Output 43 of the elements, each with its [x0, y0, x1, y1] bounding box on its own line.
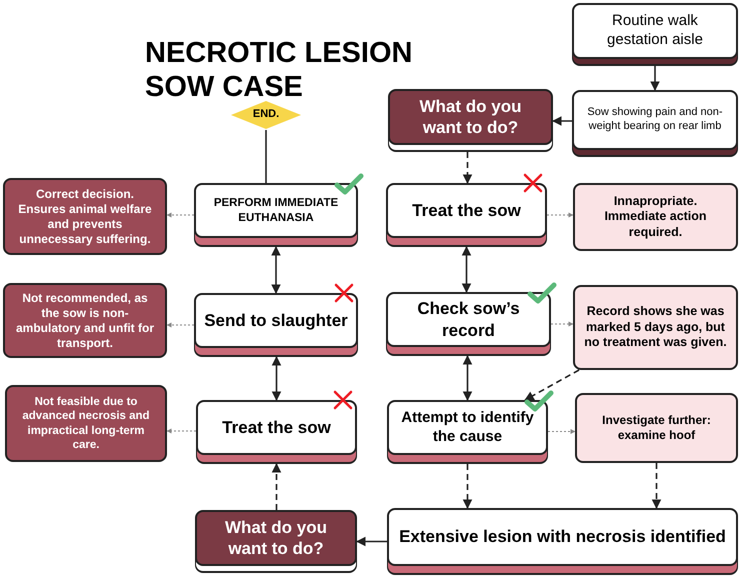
box-text: What do you want to do?: [224, 516, 328, 560]
box-text: Record shows she was marked 5 days ago, but no treatment was given.: [583, 304, 728, 351]
box-text: Check sow’s record: [416, 298, 521, 341]
box-text: Correct decision. Ensures animal welfare and prevents unnecessary suffering.: [17, 186, 153, 246]
box-text: Attempt to identify the cause: [400, 408, 535, 446]
arrow: [552, 116, 572, 126]
box-text: Treat the sow: [222, 416, 331, 438]
feedback-box: [3, 283, 167, 358]
arrow: [652, 463, 662, 509]
arrow: [524, 369, 580, 401]
arrow: [166, 428, 196, 434]
box-text: Routine walk gestation aisle: [606, 12, 704, 50]
arrow: [462, 152, 472, 184]
box-text: Not recommended, as the sow is non-ambulatory and unfit for transport.: [15, 290, 155, 350]
arrow: [462, 464, 472, 509]
arrow: [272, 356, 282, 401]
box-text: What do you want to do?: [418, 96, 522, 138]
end-diamond: [230, 100, 302, 130]
arrow: [271, 246, 281, 294]
feedback-box: [573, 183, 738, 251]
arrow: [462, 355, 472, 401]
box-text: END.: [252, 108, 280, 122]
box-text: Investigate further: examine hoof: [601, 413, 712, 443]
arrow: [548, 429, 576, 434]
box-text: Not feasible due to advanced necrosis and impractical long-term care.: [21, 394, 151, 452]
arrow: [462, 246, 472, 293]
box-text: Send to slaughter: [204, 310, 348, 332]
arrow: [546, 212, 574, 218]
feedback-box: [573, 285, 738, 370]
box-text: Sow showing pain and non-weight bearing on rear limb: [586, 106, 724, 134]
arrow: [166, 322, 194, 328]
title: NECROTIC LESION SOW CASE: [145, 36, 414, 104]
box-text: PERFORM IMMEDIATE EUTHANASIA: [212, 196, 340, 225]
arrow: [356, 536, 387, 546]
arrow: [166, 212, 194, 218]
feedback-box: [3, 178, 167, 255]
box-text: Innapropriate. Immediate action required.: [603, 194, 708, 240]
box-text: Treat the sow: [412, 200, 521, 222]
arrow: [272, 463, 282, 510]
arrow: [550, 322, 574, 326]
feedback-box: [575, 393, 738, 463]
box-text: Extensive lesion with necrosis identified: [399, 526, 726, 548]
feedback-box: [5, 385, 167, 462]
